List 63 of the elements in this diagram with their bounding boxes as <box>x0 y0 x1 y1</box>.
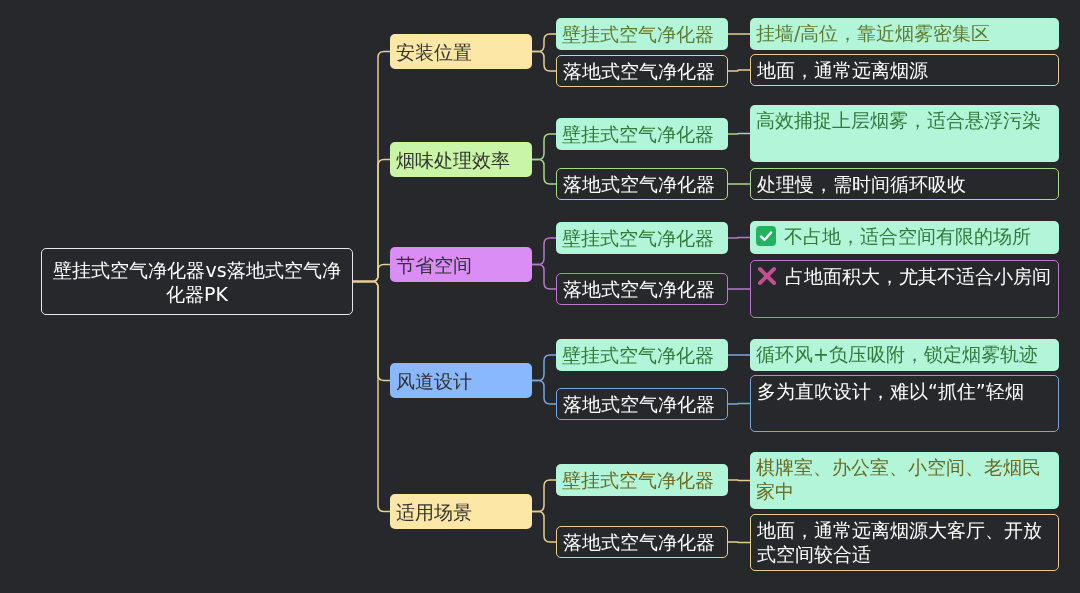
detail-box <box>750 221 1059 254</box>
topic-text: 落地式空气净化器 <box>563 277 715 301</box>
topic-text: 地面，通常远离烟源大客厅、开放式空间较合适 <box>757 518 1043 566</box>
topic-text: 高效捕捉上层烟雾，适合悬浮污染 <box>756 108 1041 132</box>
detail-box <box>750 514 1059 571</box>
topic-text: 棋牌室、办公室、小空间、老烟民家中 <box>756 455 1042 503</box>
brace-connector <box>727 479 751 482</box>
topic-text: 循环风+负压吸附，锁定烟雾轨迹 <box>756 342 1038 366</box>
subtopic-box <box>556 168 728 200</box>
category-box <box>390 34 532 69</box>
category-box <box>390 363 532 398</box>
topic-text: 壁挂式空气净化器 <box>562 343 714 367</box>
detail-box <box>750 105 1059 162</box>
brace-connector <box>727 132 751 135</box>
detail-box <box>750 18 1059 50</box>
brace-connector <box>727 288 751 290</box>
topic-text: 壁挂式空气净化器 <box>562 468 714 492</box>
topic-text: 多为直吹设计，难以“抓住”轻烟 <box>757 379 1024 403</box>
detail-box <box>750 260 1059 318</box>
category-box <box>390 494 532 529</box>
subtopic-box <box>556 464 728 496</box>
topic-text: 落地式空气净化器 <box>563 530 715 554</box>
topic-text: 不占地，适合空间有限的场所 <box>784 224 1031 248</box>
topic-text: 壁挂式空气净化器 <box>562 122 714 146</box>
topic-text: 落地式空气净化器 <box>563 392 715 416</box>
category-label: 安装位置 <box>396 39 472 64</box>
subtopic-box <box>556 339 728 371</box>
subtopic-box <box>556 388 728 420</box>
category-label: 节省空间 <box>396 252 472 277</box>
topic-text: 壁挂式空气净化器vs落地式空气净化器PK <box>52 257 342 306</box>
brace-connector <box>727 354 751 356</box>
category-label: 适用场景 <box>396 499 472 524</box>
brace-connector <box>727 236 751 239</box>
brace-connector <box>727 33 751 35</box>
category-label: 烟味处理效率 <box>396 147 510 172</box>
topic-text: 地面，通常远离烟源 <box>757 58 928 82</box>
topic-text: 处理慢，需时间循环吸收 <box>757 172 966 196</box>
topic-text: 占地面积大，尤其不适合小房间 <box>785 264 1051 288</box>
detail-box <box>750 168 1059 200</box>
brace-connector <box>727 402 751 405</box>
subtopic-box <box>556 118 728 150</box>
topic-text: 挂墙/高位，靠近烟雾密集区 <box>756 21 991 45</box>
topic-text: 壁挂式空气净化器 <box>562 226 714 250</box>
detail-box <box>750 339 1059 371</box>
subtopic-box <box>556 18 728 50</box>
subtopic-box <box>556 526 728 558</box>
brace-connector <box>531 510 557 543</box>
subtopic-box <box>556 273 728 305</box>
detail-box <box>750 452 1059 509</box>
category-label: 风道设计 <box>396 368 472 393</box>
category-box <box>390 247 532 282</box>
topic-text: 壁挂式空气净化器 <box>562 22 714 46</box>
category-box <box>390 142 532 177</box>
subtopic-box <box>556 222 728 254</box>
brace-connector <box>727 541 751 544</box>
detail-box <box>750 375 1059 432</box>
brace-connector <box>727 69 751 72</box>
topic-text: 落地式空气净化器 <box>563 172 715 196</box>
subtopic-box <box>556 55 728 87</box>
detail-box <box>750 54 1059 86</box>
topic-text: 落地式空气净化器 <box>563 59 715 83</box>
brace-connector <box>727 183 751 185</box>
central-topic-box <box>41 248 353 315</box>
